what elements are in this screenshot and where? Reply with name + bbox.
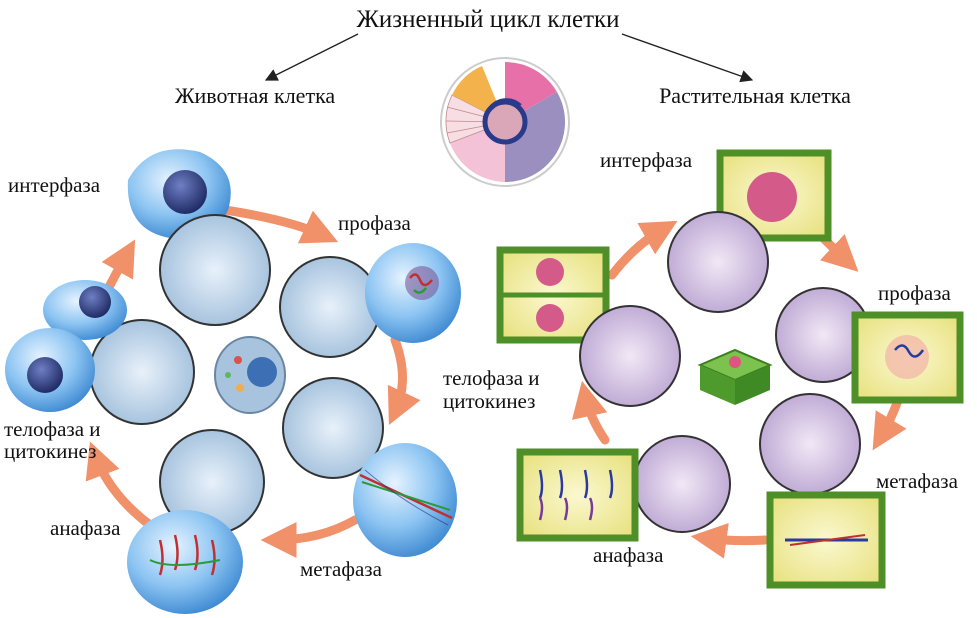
plant-metaphase-cell [770, 495, 882, 585]
animal-interphase-micrograph [160, 215, 270, 325]
animal-prophase-label: профаза [338, 211, 411, 235]
plant-anaphase-label: анафаза [593, 543, 664, 567]
animal-anaphase-label: анафаза [50, 516, 121, 540]
animal-metaphase-label: метафаза [300, 557, 383, 581]
plant-flow-arrow-5 [612, 228, 665, 275]
plant-anaphase-micrograph [634, 436, 730, 532]
plant-prophase-label: профаза [878, 281, 951, 305]
plant-interphase-micrograph [668, 212, 768, 312]
title: Жизненный цикл клетки [356, 6, 619, 33]
cell-cycle-icon [441, 58, 569, 186]
animal-prophase-micrograph [280, 257, 380, 357]
plant-telophase-label-1: телофаза и [443, 366, 540, 390]
animal-interphase-label: интерфаза [8, 173, 101, 197]
plant-metaphase-label: метафаза [876, 469, 959, 493]
animal-telophase-label-2: цитокинез [4, 439, 96, 463]
plant-flow-arrow-3 [705, 538, 765, 541]
animal-cell-model [215, 337, 285, 413]
animal-anaphase-cell [127, 510, 243, 614]
plant-prophase-cell [855, 315, 960, 400]
plant-telophase-micrograph [580, 306, 680, 406]
animal-flow-arrow-4 [95, 455, 150, 525]
plant-cell-model [700, 350, 770, 405]
plant-heading: Растительная клетка [659, 83, 851, 108]
animal-flow-arrow-3 [275, 520, 355, 540]
animal-prophase-cell [365, 243, 461, 343]
arrow-to-animal [266, 34, 358, 80]
plant-metaphase-micrograph [760, 394, 860, 494]
plant-telophase-label-2: цитокинез [443, 389, 535, 413]
animal-heading: Животная клетка [175, 83, 336, 108]
plant-interphase-label: интерфаза [600, 148, 693, 172]
animal-telophase-label-1: телофаза и [4, 417, 101, 441]
animal-metaphase-cell [353, 443, 457, 557]
arrow-to-plant [622, 34, 752, 80]
animal-flow-arrow-2 [395, 340, 403, 412]
plant-anaphase-cell [520, 452, 635, 538]
plant-flow-arrow-4 [585, 395, 605, 440]
